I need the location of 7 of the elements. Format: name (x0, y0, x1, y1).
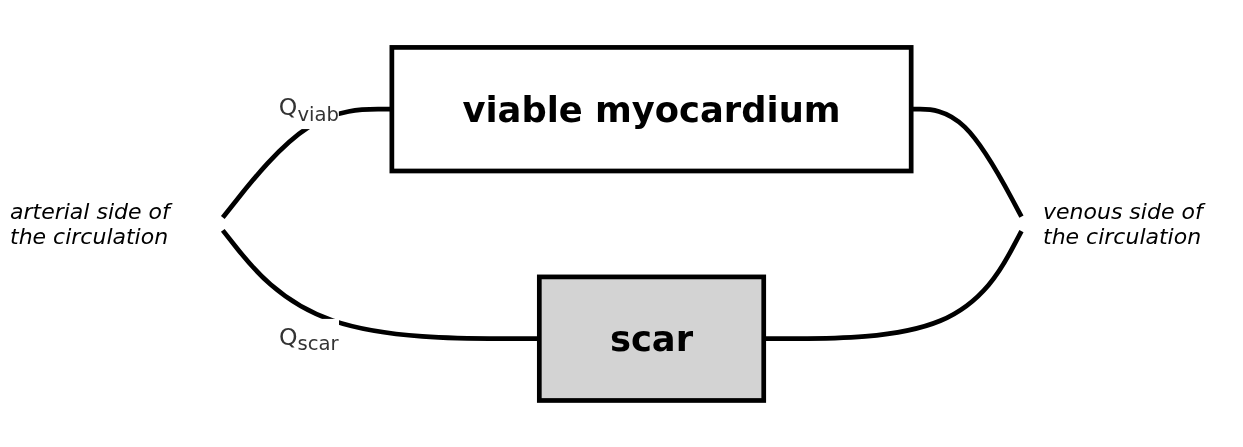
connector (911, 106, 1024, 218)
edge-label: Q$_{scar}$ (279, 321, 339, 355)
node-box: scar (536, 274, 767, 403)
node-box: viable myocardium (389, 44, 914, 173)
edge-label: Q$_{viab}$ (278, 92, 339, 126)
side-label: venous side of the circulation (1043, 198, 1233, 249)
side-label: arterial side of the circulation (10, 198, 200, 249)
